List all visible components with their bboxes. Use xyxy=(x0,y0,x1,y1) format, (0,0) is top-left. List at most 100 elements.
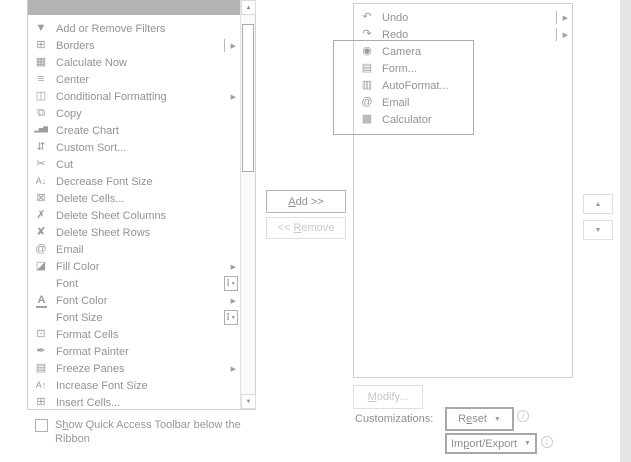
delete-cells-icon: ⊠ xyxy=(36,192,46,204)
list-item-label: Delete Sheet Columns xyxy=(56,209,167,222)
flyout-arrow-icon[interactable]: ▶ xyxy=(230,42,236,50)
flyout-arrow-icon[interactable]: ▶ xyxy=(562,31,568,39)
list-item-label: Insert Cells... xyxy=(56,396,121,409)
move-down-icon: ▼ xyxy=(594,226,602,234)
redo-icon: ↷ xyxy=(362,28,372,40)
list-item[interactable]: ≡Center xyxy=(28,71,240,88)
copy-icon: ⧉ xyxy=(37,107,45,119)
flyout-arrow-icon[interactable]: ▶ xyxy=(562,14,568,22)
list-item[interactable]: ⊞ Borders ▶ xyxy=(28,37,240,54)
list-item[interactable]: ▤Form... xyxy=(354,60,572,77)
move-up-button[interactable]: ▲ xyxy=(583,194,613,214)
scissors-icon: ✂ xyxy=(36,158,46,170)
list-item[interactable]: A↑ Increase Font Size xyxy=(28,377,240,394)
list-item[interactable]: ▼Add or Remove Filters xyxy=(28,20,240,37)
remove-button[interactable]: << Remove xyxy=(266,217,346,239)
flyout-arrow-icon[interactable]: ▶ xyxy=(230,93,236,101)
scrollbar-thumb[interactable] xyxy=(242,24,254,172)
scroll-down-icon: ▼ xyxy=(245,398,252,405)
list-item[interactable]: ▩ Calculator xyxy=(354,111,572,128)
list-item-label: Add or Remove Filters xyxy=(56,22,166,35)
dropdown-arrow-icon: ▼ xyxy=(493,415,501,423)
bar-chart-icon: ▂▅▇ xyxy=(34,127,48,133)
delete-columns-icon: ✗ xyxy=(36,209,46,221)
import-export-dropdown-button[interactable]: Import/Export ▼ xyxy=(445,433,537,454)
list-item-label: Delete Cells... xyxy=(56,192,125,205)
autoformat-icon: ▥ xyxy=(361,79,373,91)
list-item[interactable]: ⊡Format Cells xyxy=(28,326,240,343)
list-item-label: Font Size xyxy=(56,311,103,324)
combo-box-icon: I▼ xyxy=(224,310,238,325)
list-item[interactable]: Font Size I▼ xyxy=(28,309,240,326)
dropdown-arrow-icon: ▼ xyxy=(524,440,531,447)
flyout-arrow-icon[interactable]: ▶ xyxy=(230,365,236,373)
show-qat-below-ribbon-checkbox[interactable] xyxy=(35,419,48,432)
list-item-label: Conditional Formatting xyxy=(56,90,167,103)
list-item[interactable]: ▂▅▇ Create Chart xyxy=(28,122,240,139)
list-item[interactable]: ⊞Insert Cells... xyxy=(28,394,240,411)
add-button[interactable]: Add >> xyxy=(266,190,346,213)
list-item-label: Format Painter xyxy=(56,345,129,358)
list-item[interactable]: ✘Delete Sheet Rows xyxy=(28,224,240,241)
sort-icon: ⇵ xyxy=(36,141,46,153)
list-item-label: Increase Font Size xyxy=(56,379,148,392)
list-item[interactable]: @Email xyxy=(354,94,572,111)
format-cells-icon: ⊡ xyxy=(36,328,46,340)
undo-icon: ↶ xyxy=(362,11,372,23)
window-edge-strip xyxy=(620,0,631,462)
conditional-formatting-icon: ◫ xyxy=(35,90,47,102)
increase-font-icon: A↑ xyxy=(35,380,47,390)
list-item-label: Create Chart xyxy=(56,124,119,137)
list-item[interactable]: ▦Calculate Now xyxy=(28,54,240,71)
move-up-icon: ▲ xyxy=(594,200,602,208)
freeze-panes-icon: ▤ xyxy=(35,362,47,374)
list-item[interactable]: ⊠ Delete Cells... xyxy=(28,190,240,207)
list-item[interactable]: @Email xyxy=(28,241,240,258)
delete-rows-icon: ✘ xyxy=(36,226,46,238)
scroll-up-button[interactable]: ▲ xyxy=(241,0,256,15)
list-item[interactable]: ⇵Custom Sort... xyxy=(28,139,240,156)
list-item-label: Redo xyxy=(382,28,409,41)
scroll-down-button[interactable]: ▼ xyxy=(241,394,256,409)
selection-highlight-box xyxy=(333,40,474,135)
modify-button[interactable]: Modify... xyxy=(353,385,423,409)
list-item[interactable]: ◫ Conditional Formatting ▶ xyxy=(28,88,240,105)
commands-scrollbar[interactable]: ▲ ▼ xyxy=(240,0,256,409)
import-export-info-icon[interactable]: i xyxy=(541,436,553,448)
move-down-button[interactable]: ▼ xyxy=(583,220,613,240)
list-item[interactable]: A↓Decrease Font Size xyxy=(28,173,240,190)
flyout-arrow-icon[interactable]: ▶ xyxy=(230,263,236,271)
quick-access-toolbar-list: ↶ Undo ▶ ↷ Redo ▶ ◉Camera▤Form... ▥ AutoFormat..… xyxy=(353,3,573,378)
list-item-label: Copy xyxy=(56,107,82,120)
borders-icon: ⊞ xyxy=(36,39,46,51)
list-item-label: Undo xyxy=(382,11,409,24)
list-item[interactable]: ✗ Delete Sheet Columns xyxy=(28,207,240,224)
form-icon: ▤ xyxy=(361,62,373,74)
list-item[interactable]: ▤Freeze Panes▶ xyxy=(28,360,240,377)
list-item-label: Borders xyxy=(56,39,95,52)
calculator-icon: ▩ xyxy=(361,113,373,125)
list-item[interactable]: ✂Cut xyxy=(28,156,240,173)
combo-i-glyph: I xyxy=(226,278,230,289)
list-item[interactable]: ⧉ Copy xyxy=(28,105,240,122)
selected-blank-item[interactable] xyxy=(28,0,240,15)
list-item-label: AutoFormat... xyxy=(382,79,449,92)
flyout-arrow-icon[interactable]: ▶ xyxy=(230,297,236,305)
list-item[interactable]: ↶ Undo ▶ xyxy=(354,9,572,26)
list-item[interactable]: ▥ AutoFormat... xyxy=(354,77,572,94)
show-qat-below-ribbon-option[interactable]: Show Quick Access Toolbar below the Ribb… xyxy=(35,418,265,446)
reset-dropdown-button[interactable]: Reset ▼ xyxy=(445,407,514,431)
commands-list: ▼Add or Remove Filters⊞Borders▶▦Calculat… xyxy=(27,0,256,410)
list-item[interactable]: ✒Format Painter xyxy=(28,343,240,360)
list-item-label: Calculator xyxy=(382,113,432,126)
decrease-font-icon: A↓ xyxy=(35,176,47,186)
list-item-label: Center xyxy=(56,73,90,86)
list-item[interactable]: ↷ Redo ▶ xyxy=(354,26,572,43)
email-icon: @ xyxy=(35,243,47,255)
combo-arrow-glyph: ▼ xyxy=(230,280,236,287)
list-item[interactable]: ◪Fill Color▶ xyxy=(28,258,240,275)
reset-info-icon[interactable]: i xyxy=(517,410,529,422)
list-item[interactable]: ◉Camera xyxy=(354,43,572,60)
